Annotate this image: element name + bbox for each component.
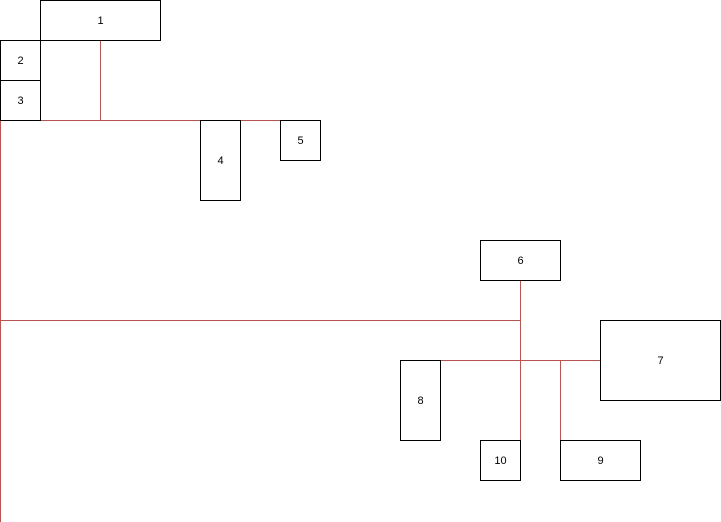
node-6[interactable]: 6 xyxy=(480,240,561,281)
node-label: 5 xyxy=(297,134,304,147)
node-label: 1 xyxy=(97,14,104,27)
node-label: 7 xyxy=(657,354,664,367)
node-2[interactable]: 2 xyxy=(0,40,41,81)
node-label: 9 xyxy=(597,454,604,467)
node-label: 8 xyxy=(417,394,424,407)
node-4[interactable]: 4 xyxy=(200,120,241,201)
node-label: 3 xyxy=(17,94,24,107)
node-1[interactable]: 1 xyxy=(40,0,161,41)
node-label: 10 xyxy=(494,454,507,467)
node-7[interactable]: 7 xyxy=(600,320,721,401)
node-8[interactable]: 8 xyxy=(400,360,441,441)
node-label: 4 xyxy=(217,154,224,167)
node-9[interactable]: 9 xyxy=(560,440,641,481)
node-5[interactable]: 5 xyxy=(280,120,321,161)
node-3[interactable]: 3 xyxy=(0,80,41,121)
node-label: 6 xyxy=(517,254,524,267)
node-10[interactable]: 10 xyxy=(480,440,521,481)
node-label: 2 xyxy=(17,54,24,67)
